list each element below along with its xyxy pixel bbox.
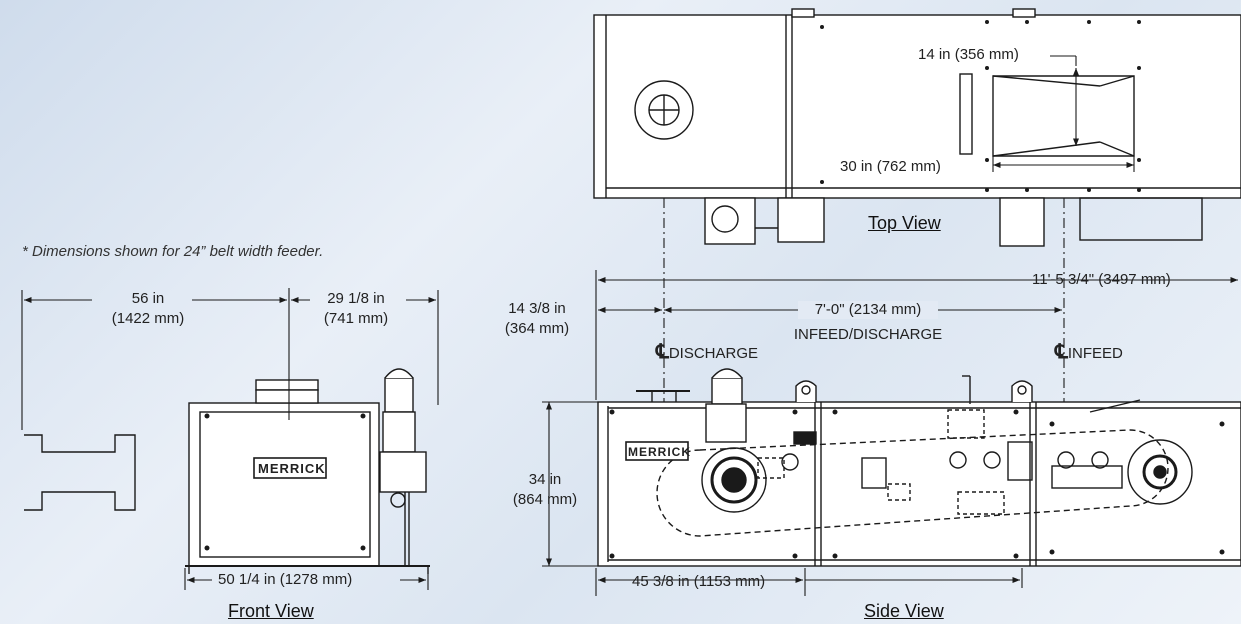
top-view-bolts bbox=[820, 20, 1141, 192]
front-logo: MERRICK bbox=[258, 461, 326, 476]
dim-infeed-discharge: 7'-0" (2134 mm) bbox=[798, 301, 938, 319]
side-view-title: Side View bbox=[864, 601, 944, 621]
side-view-frame bbox=[597, 401, 1241, 567]
top-view-dims bbox=[992, 55, 1135, 172]
side-logo: MERRICK bbox=[628, 445, 691, 459]
front-view-dims bbox=[21, 288, 439, 590]
dim-front-width-1: 56 in bbox=[131, 290, 165, 307]
dim-inlet-length: 30 in (762 mm) bbox=[840, 158, 941, 175]
dim-front-base: 50 1/4 in (1278 mm) bbox=[218, 571, 353, 588]
centerline-symbol: ℄ bbox=[1055, 341, 1068, 363]
side-view-drawing bbox=[597, 368, 1241, 567]
dim-height-mm: (864 mm) bbox=[512, 491, 578, 508]
dim-side-offset-mm: (364 mm) bbox=[504, 320, 570, 337]
front-view-frame bbox=[188, 402, 380, 567]
front-view-title: Front View bbox=[228, 601, 314, 621]
front-view-bolts bbox=[204, 413, 366, 551]
dim-side-offset: 14 3/8 in bbox=[508, 300, 566, 317]
head-pulley bbox=[701, 447, 767, 513]
top-view-drawing bbox=[593, 8, 1241, 247]
dim-inlet-width: 14 in (356 mm) bbox=[918, 46, 1019, 63]
discharge-port bbox=[634, 80, 694, 140]
centerline-infeed-label: INFEED bbox=[1067, 345, 1123, 362]
centerline-infeed: ℄INFEED bbox=[1055, 341, 1123, 363]
top-view-title: Top View bbox=[868, 213, 941, 233]
side-logo-plate bbox=[625, 441, 689, 461]
top-motor bbox=[704, 197, 756, 245]
dimension-note: * Dimensions shown for 24” belt width fe… bbox=[22, 243, 324, 260]
front-view-drawing bbox=[24, 368, 430, 574]
dim-overall-length: 11'-5 3/4" (3497 mm) bbox=[1032, 271, 1171, 288]
dim-front-width-2: 29 1/8 in bbox=[327, 290, 385, 307]
label-infeed-discharge: INFEED/DISCHARGE bbox=[793, 326, 943, 343]
centerline-discharge-label: DISCHARGE bbox=[668, 345, 759, 362]
dim-front-width-2-mm: (741 mm) bbox=[323, 310, 389, 327]
dim-front-width-1-mm: (1422 mm) bbox=[111, 310, 185, 327]
front-belt-profile bbox=[24, 434, 136, 511]
centerline-discharge: ℄DISCHARGE bbox=[656, 341, 759, 363]
side-view-bolts bbox=[609, 409, 1225, 559]
side-upper-dims bbox=[542, 198, 1238, 596]
dim-side-base: 45 3/8 in (1153 mm) bbox=[632, 573, 766, 590]
inlet-slot bbox=[959, 73, 973, 155]
tail-pulley bbox=[1127, 439, 1193, 505]
front-motor bbox=[384, 377, 414, 413]
dim-height: 34 in bbox=[528, 471, 562, 488]
centerline-symbol: ℄ bbox=[656, 341, 669, 363]
side-motor bbox=[711, 377, 743, 405]
front-logo-plate bbox=[253, 457, 327, 479]
